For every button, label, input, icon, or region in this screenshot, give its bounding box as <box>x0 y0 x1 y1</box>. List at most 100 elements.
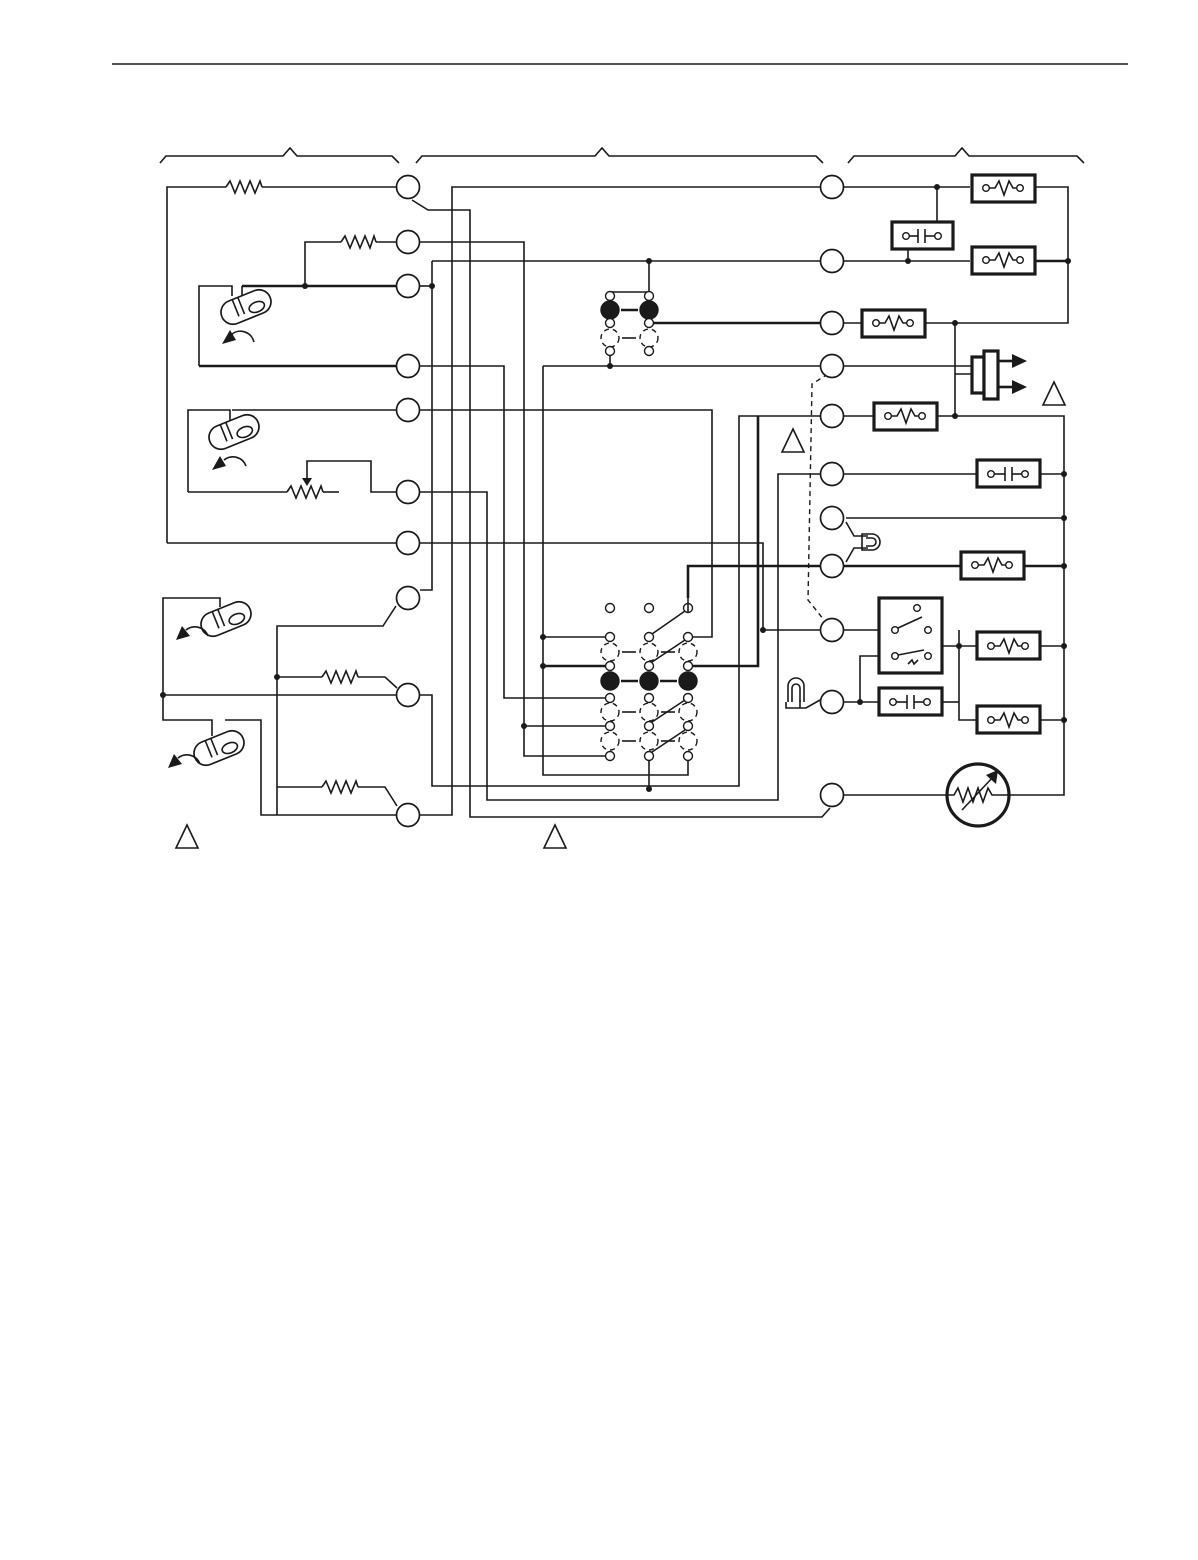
rotation-arrow-icon <box>232 331 254 342</box>
terminal <box>821 176 844 199</box>
wire <box>543 366 610 775</box>
diagram-stroke <box>977 460 1040 487</box>
right-terminal-strip <box>821 176 844 807</box>
wire <box>959 630 976 720</box>
diagram-stroke <box>679 703 697 721</box>
diagram-stroke <box>890 699 897 706</box>
coil-box <box>874 403 937 430</box>
diagram-stroke <box>988 471 995 478</box>
junction-dot <box>646 786 652 792</box>
wire <box>420 410 712 637</box>
jumper-pin <box>645 319 654 328</box>
wire <box>358 787 397 806</box>
junction-dot <box>160 692 166 698</box>
section-braces <box>160 148 1084 163</box>
diagram-stroke <box>972 247 1035 274</box>
left-terminal-strip <box>397 176 420 827</box>
wire <box>420 474 820 800</box>
junction-dot <box>429 283 435 289</box>
junction-dot <box>1061 471 1067 477</box>
jumper-pin-filled <box>601 672 619 690</box>
diagram-stroke <box>679 732 697 750</box>
wire <box>860 656 878 702</box>
terminal <box>821 507 844 530</box>
terminal <box>821 405 844 428</box>
terminal <box>821 784 844 807</box>
diagram-stroke <box>907 320 914 327</box>
junction-dot <box>521 723 527 729</box>
jumper-pin-filled <box>679 672 697 690</box>
terminal <box>397 176 420 199</box>
diagram-stroke <box>1022 717 1029 724</box>
diagram-stroke <box>983 257 990 264</box>
terminal <box>821 691 844 714</box>
diagram-stroke <box>983 185 990 192</box>
note-triangle-icon <box>1043 382 1065 405</box>
jumper-pin-open <box>601 329 619 347</box>
diagram-stroke <box>935 233 942 240</box>
wire <box>420 366 610 698</box>
sensor-icon <box>217 286 274 328</box>
right-components <box>788 175 1040 826</box>
rotation-arrow-icon <box>224 457 246 466</box>
capacitor-box <box>892 222 953 249</box>
junction-dot <box>956 643 962 649</box>
diagram-stroke <box>866 538 876 546</box>
junction-dot <box>934 184 940 190</box>
coil-box <box>972 175 1035 202</box>
terminal <box>821 555 844 578</box>
wire <box>786 700 820 708</box>
diagram-stroke <box>988 717 995 724</box>
diagram-stroke <box>903 233 910 240</box>
junction-dot <box>1061 643 1067 649</box>
wire <box>420 187 820 815</box>
wire <box>199 286 232 366</box>
terminal <box>821 355 844 378</box>
diagram-stroke <box>961 552 1024 579</box>
sensor-icon <box>205 411 262 453</box>
diagram-stroke <box>977 706 1040 733</box>
brace-left <box>160 148 399 163</box>
jumper-pin-filled <box>601 301 619 319</box>
potentiometer-wiper-arrow <box>302 478 312 486</box>
plug-connector-icon <box>972 351 1027 399</box>
diagram-stroke <box>679 643 697 661</box>
diagram-stroke <box>988 643 995 650</box>
diagram-stroke <box>892 653 899 660</box>
note-triangle-icon <box>782 429 804 452</box>
diagram-stroke <box>874 403 937 430</box>
jumper-block-bottom <box>601 598 697 761</box>
diagram-stroke <box>984 351 998 399</box>
junction-dot <box>952 320 958 326</box>
sensors <box>168 286 275 769</box>
diagram-stroke <box>217 286 274 328</box>
diagram-stroke <box>606 662 615 671</box>
diagram-stroke <box>1022 643 1029 650</box>
wire <box>420 543 820 630</box>
wiring <box>163 187 1068 817</box>
resistor-symbol <box>322 781 358 793</box>
diagram-stroke <box>1022 471 1029 478</box>
coil-box <box>961 552 1024 579</box>
resistor-symbol <box>322 671 358 683</box>
wire <box>420 242 610 756</box>
terminal <box>397 231 420 254</box>
wire <box>305 242 341 286</box>
diagram-stroke <box>892 222 953 249</box>
diagram-stroke <box>972 175 1035 202</box>
jumper-pin <box>606 292 615 301</box>
resistor-symbol <box>341 236 376 248</box>
thermistor-icon <box>946 764 1010 826</box>
thermal-element-icon <box>846 522 880 562</box>
jumper-pin-open <box>640 329 658 347</box>
diagram-stroke <box>977 632 1040 659</box>
wire <box>420 286 432 590</box>
wire <box>225 720 396 815</box>
diagram-stroke <box>652 700 685 722</box>
terminal <box>397 684 420 707</box>
diagram-stroke <box>1017 185 1024 192</box>
diagram-stroke <box>879 688 942 715</box>
wire <box>610 292 649 296</box>
diagram-stroke <box>1017 257 1024 264</box>
capacitor-box <box>977 460 1040 487</box>
